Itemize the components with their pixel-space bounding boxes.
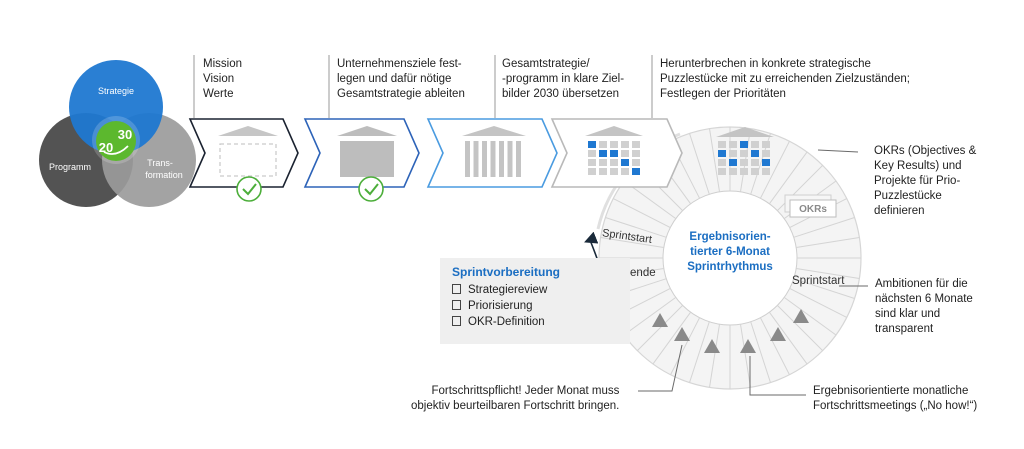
meetings-note: Ergebnisorientierte monatliche Fortschri…	[813, 385, 978, 412]
sprintstart-right-label: Sprintstart	[792, 275, 845, 287]
venn-label-programm: Programm	[49, 162, 91, 172]
okrs-badge: OKRs	[784, 194, 837, 218]
sprint-preparation-box: Sprintvorbereitung Strategiereview Prior…	[440, 258, 630, 344]
venn-label-transformation-2: formation	[145, 170, 183, 180]
year-badge	[96, 121, 136, 161]
milestone-triangle-4	[740, 339, 756, 353]
venn-label-transformation-1: Trans-	[147, 158, 173, 168]
temple-icon-2	[337, 126, 397, 177]
temple-icon-5	[716, 127, 774, 175]
step-3-text: Gesamtstrategie/ -programm in klare Ziel…	[502, 58, 625, 100]
temple-icon-3	[462, 126, 526, 177]
okr-note: OKRs (Objectives & Key Results) und Proj…	[874, 145, 977, 217]
milestone-triangle-5	[770, 327, 786, 341]
checkbox-icon	[452, 284, 461, 294]
step-1-text: Mission Vision Werte	[203, 58, 242, 100]
milestone-triangle-2	[674, 327, 690, 341]
sprint-preparation-title: Sprintvorbereitung	[452, 265, 561, 279]
milestone-triangle-1	[652, 313, 668, 327]
list-item: Strategiereview	[452, 282, 547, 298]
cycle-center-line-3: Sprintrhythmus	[687, 261, 773, 273]
progress-note: Fortschrittspflicht! Jeder Monat muss ob…	[411, 385, 620, 412]
ambition-note: Ambitionen für die nächsten 6 Monate sin…	[875, 278, 973, 335]
temple-icon-4	[585, 126, 643, 175]
badge-text-20: 20	[99, 140, 113, 155]
milestone-triangle-6	[793, 309, 809, 323]
list-item: OKR-Definition	[452, 314, 547, 330]
temple-icon-1	[218, 126, 278, 177]
list-item: Priorisierung	[452, 298, 547, 314]
svg-text:OKRs: OKRs	[799, 204, 827, 215]
monthly-milestones	[652, 309, 809, 353]
check-icon-1	[236, 176, 262, 202]
check-icon-2	[358, 176, 384, 202]
milestone-triangle-3	[704, 339, 720, 353]
callout-lines	[638, 149, 868, 396]
step-separators	[193, 55, 653, 118]
venn-diagram: Strategie Programm Trans- formation 30 2…	[39, 60, 196, 207]
checkbox-icon	[452, 316, 461, 326]
step-4-text: Herunterbrechen in konkrete strategische…	[660, 58, 910, 100]
badge-text-30: 30	[118, 127, 132, 142]
cycle-center-line-1: Ergebnisorien-	[689, 231, 770, 243]
cycle-center-line-2: tierter 6-Monat	[690, 246, 770, 258]
step-2-text: Unternehmensziele fest- legen und dafür …	[337, 58, 465, 100]
sprint-preparation-list: Strategiereview Priorisierung OKR-Defini…	[452, 282, 547, 330]
venn-label-strategie: Strategie	[98, 86, 134, 96]
checkbox-icon	[452, 300, 461, 310]
